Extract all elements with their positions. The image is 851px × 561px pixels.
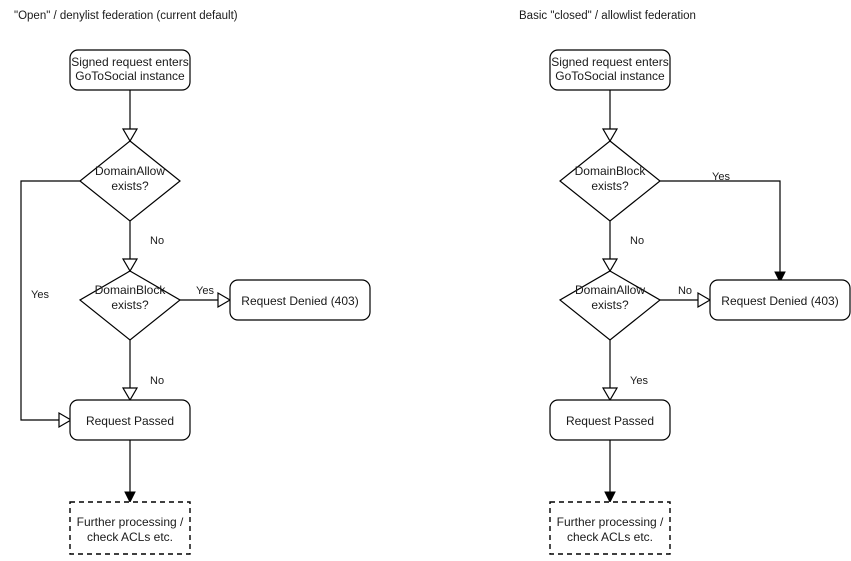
edge-label-domainblock-yes: Yes bbox=[712, 171, 730, 183]
node-decision-domainblock-line2: exists? bbox=[591, 179, 629, 193]
arrowhead-passed-to-further bbox=[604, 491, 616, 504]
arrowhead-domainblock-no bbox=[121, 387, 139, 402]
node-further-processing-line2: check ACLs etc. bbox=[567, 530, 653, 544]
edge-label-domainallow-yes: Yes bbox=[31, 289, 49, 301]
node-decision-domainblock-line1: DomainBlock bbox=[575, 164, 647, 178]
node-decision-domainallow-line2: exists? bbox=[591, 298, 629, 312]
node-further-processing[interactable] bbox=[549, 501, 671, 555]
node-decision-domainblock-line2: exists? bbox=[111, 298, 149, 312]
node-further-processing-line2: check ACLs etc. bbox=[87, 530, 173, 544]
edge-domainallow-yes bbox=[20, 180, 80, 421]
node-entry-line2: GoToSocial instance bbox=[75, 69, 185, 83]
arrowhead-domainallow-yes bbox=[601, 387, 619, 402]
arrowhead-domainblock-yes bbox=[774, 271, 786, 284]
diagram-title-open-denylist: "Open" / denylist federation (current de… bbox=[14, 10, 238, 22]
edge-domainblock-yes bbox=[660, 180, 781, 272]
arrowhead-entry-to-domainallow bbox=[121, 128, 139, 143]
edge-label-domainallow-no: No bbox=[678, 285, 692, 297]
edge-label-domainblock-no: No bbox=[630, 235, 644, 247]
edge-label-domainblock-no: No bbox=[150, 375, 164, 387]
diagram-title-closed-allowlist: Basic "closed" / allowlist federation bbox=[519, 10, 696, 22]
arrowhead-entry-to-domainblock bbox=[601, 128, 619, 143]
diagram-closed-allowlist: Basic "closed" / allowlist federation Si… bbox=[519, 10, 851, 555]
edge-label-domainallow-yes: Yes bbox=[630, 375, 648, 387]
node-request-denied-label: Request Denied (403) bbox=[241, 294, 358, 308]
edge-label-domainblock-yes: Yes bbox=[196, 285, 214, 297]
diagram-open-denylist: "Open" / denylist federation (current de… bbox=[14, 10, 371, 555]
arrowhead-domainblock-no bbox=[601, 258, 619, 273]
node-decision-domainallow-line1: DomainAllow bbox=[575, 283, 645, 297]
arrowhead-passed-to-further bbox=[124, 491, 136, 504]
node-request-passed-label: Request Passed bbox=[86, 414, 174, 428]
node-further-processing-line1: Further processing / bbox=[77, 515, 184, 529]
node-request-denied[interactable] bbox=[229, 279, 371, 321]
node-entry-line2: GoToSocial instance bbox=[555, 69, 665, 83]
node-further-processing[interactable] bbox=[69, 501, 191, 555]
node-request-denied[interactable] bbox=[709, 279, 851, 321]
node-entry-line1: Signed request enters bbox=[551, 55, 668, 69]
arrowhead-domainallow-no bbox=[697, 291, 712, 309]
node-request-denied-label: Request Denied (403) bbox=[721, 294, 838, 308]
arrowhead-domainallow-yes bbox=[58, 411, 73, 429]
node-decision-domainallow-line1: DomainAllow bbox=[95, 164, 165, 178]
arrowhead-domainallow-no bbox=[121, 258, 139, 273]
node-decision-domainallow-line2: exists? bbox=[111, 179, 149, 193]
node-decision-domainblock-line1: DomainBlock bbox=[95, 283, 167, 297]
arrowhead-domainblock-yes bbox=[217, 291, 232, 309]
edge-label-domainallow-no: No bbox=[150, 235, 164, 247]
node-request-passed-label: Request Passed bbox=[566, 414, 654, 428]
node-entry-line1: Signed request enters bbox=[71, 55, 188, 69]
node-further-processing-line1: Further processing / bbox=[557, 515, 664, 529]
